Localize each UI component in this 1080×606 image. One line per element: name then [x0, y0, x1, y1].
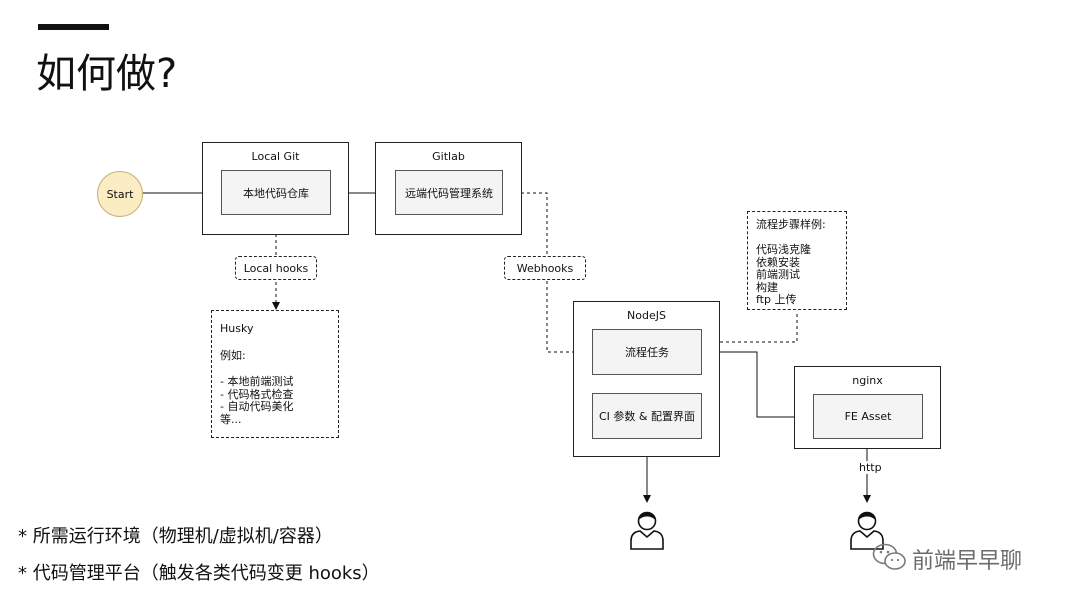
webhooks-label: Webhooks: [504, 256, 586, 280]
nginx-title: nginx: [852, 374, 883, 387]
page-title: 如何做?: [36, 51, 178, 97]
fe-asset-node: FE Asset: [813, 394, 923, 439]
wechat-icon: [872, 543, 906, 570]
steps-title: 流程步骤样例:: [756, 218, 826, 231]
user-icon: [630, 511, 664, 550]
user-icon: [850, 511, 884, 550]
steps-item: 构建: [756, 280, 778, 294]
local-hooks-label: Local hooks: [235, 256, 317, 280]
steps-item: 前端测试: [756, 268, 800, 281]
steps-item: 代码浅克隆: [756, 243, 811, 256]
steps-item: 依赖安装: [756, 255, 800, 269]
dash-webhooks: [503, 192, 592, 356]
remote-repo-node: 远端代码管理系统: [395, 170, 503, 215]
husky-example: 例如:: [220, 349, 246, 362]
ci-config-node: CI 参数 & 配置界面: [592, 393, 702, 439]
pipeline-task-node: 流程任务: [592, 329, 702, 375]
gitlab-title: Gitlab: [432, 150, 465, 163]
arrow-task-to-nginx: [702, 351, 812, 421]
http-label: http: [857, 461, 884, 474]
start-node: Start: [97, 171, 143, 217]
title-accent-bar: [38, 24, 109, 30]
steps-item: ftp 上传: [756, 293, 797, 306]
bullet-code-platform: * 代码管理平台（触发各类代码变更 hooks）: [18, 563, 380, 584]
husky-note: Husky 例如: - 本地前端测试 - 代码格式检查 - 自动代码美化 等..…: [211, 310, 339, 438]
bullet-runtime: * 所需运行环境（物理机/虚拟机/容器）: [18, 526, 333, 547]
husky-item: - 自动代码美化: [220, 400, 294, 413]
husky-item: 等...: [220, 412, 242, 426]
local-repo-node: 本地代码仓库: [221, 170, 331, 215]
local-git-title: Local Git: [251, 150, 300, 163]
husky-item: - 本地前端测试: [220, 375, 294, 388]
dash-steps-note: [702, 311, 798, 343]
watermark-text: 前端早早聊: [912, 549, 1023, 574]
steps-note: 流程步骤样例: 代码浅克隆 依赖安装 前端测试 构建 ftp 上传: [747, 211, 847, 310]
husky-title: Husky: [220, 322, 254, 335]
nodejs-title: NodeJS: [627, 309, 666, 322]
husky-item: - 代码格式检查: [220, 387, 294, 401]
